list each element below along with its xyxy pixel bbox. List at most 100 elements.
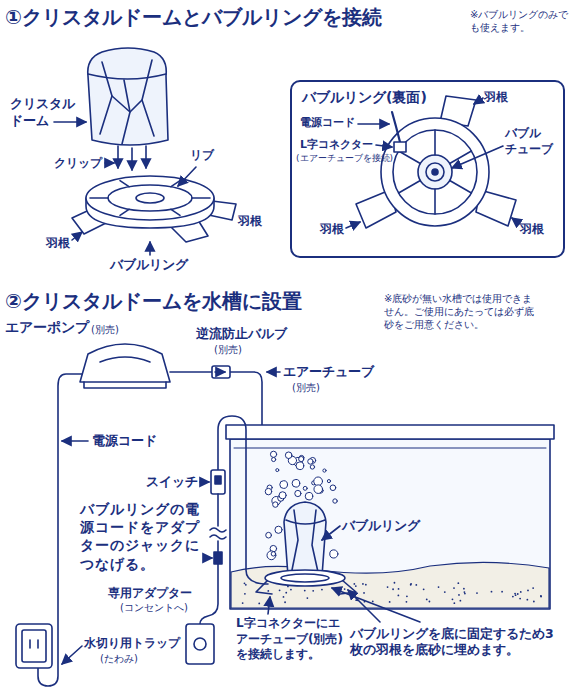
part-label: バブルリング: [110, 257, 188, 274]
sand-grain: [362, 583, 364, 585]
part-label: エアーポンプ: [5, 318, 89, 336]
air-bubble: [296, 462, 304, 470]
bubble-ring-back: [434, 130, 436, 155]
sand-grain: [453, 602, 455, 604]
part-label: 羽根: [320, 222, 344, 238]
wall-outlet: [16, 624, 52, 668]
part-label: 電源コード: [92, 433, 157, 450]
ring-cord: [214, 552, 222, 564]
air-bubble: [299, 456, 304, 461]
sand-grain: [464, 591, 466, 593]
crystal-dome: [112, 96, 142, 112]
part-note: (別売): [292, 381, 320, 394]
sand-grain: [533, 601, 535, 603]
leader-line: [268, 597, 270, 614]
bubble-ring: [86, 176, 214, 220]
sand-grain: [267, 590, 269, 592]
sand-grain: [491, 591, 493, 593]
part-label: クリスタルドーム: [10, 96, 78, 130]
air-bubble: [303, 486, 307, 490]
sand-grain: [283, 596, 285, 598]
sand-grain: [463, 588, 465, 590]
sand-grain: [512, 596, 514, 598]
sand-grain: [389, 601, 391, 603]
sand-grain: [321, 589, 323, 591]
aquarium-tank: [226, 425, 554, 609]
part-label: 羽根: [238, 214, 262, 230]
part-label: 羽根: [46, 236, 70, 252]
leader-line: [62, 646, 82, 664]
air-bubble: [266, 532, 272, 538]
ring-cord: [218, 416, 268, 584]
sand-grain: [355, 585, 357, 587]
leader-line: [358, 123, 389, 125]
sand-grain: [517, 593, 519, 595]
sand-grain: [397, 595, 399, 597]
bubble-ring: [281, 574, 329, 582]
sand-grain: [501, 591, 503, 593]
sand-grain: [306, 597, 308, 599]
crystal-dome: [142, 60, 154, 136]
crystal-dome: [88, 48, 168, 145]
sand-grain: [526, 599, 528, 601]
air-bubble: [272, 457, 276, 461]
wall-outlet: [22, 630, 46, 662]
sand-grain: [458, 594, 460, 596]
ring-cord: [215, 476, 221, 484]
bubble-ring-back: [393, 130, 477, 214]
air-bubble: [270, 451, 276, 457]
sand-grain: [457, 582, 459, 584]
part-label: バブルリング: [342, 518, 420, 535]
sand-grain: [515, 594, 517, 596]
part-label: L字コネクター: [300, 138, 373, 152]
air-bubble: [333, 499, 337, 503]
air-bubble: [305, 492, 313, 500]
leader-line: [376, 145, 392, 147]
air-bubble: [271, 552, 275, 556]
sand-grain: [279, 589, 281, 591]
ring-cord: [210, 528, 226, 532]
wall-outlet: [16, 624, 52, 668]
bubble-ring: [265, 570, 345, 586]
air-bubble: [285, 452, 292, 459]
sand-grain: [290, 589, 292, 591]
sand-grain: [476, 592, 478, 594]
sand-grain: [514, 593, 516, 595]
bubble-ring: [256, 570, 356, 594]
bubble-ring-back: [434, 189, 436, 214]
sand-grain: [452, 598, 454, 600]
sand-grain: [394, 582, 396, 584]
crystal-dome: [284, 502, 326, 576]
part-label: 羽根: [484, 90, 508, 106]
sand-grain: [398, 588, 400, 590]
part-note: (コンセントへ): [120, 601, 188, 614]
aquarium-tank: [226, 425, 554, 439]
leader-line: [452, 146, 503, 168]
pointer-arrow: [54, 122, 196, 255]
air-bubble: [314, 485, 323, 494]
ring-cord: [200, 564, 218, 624]
pointer-arrow: [105, 162, 114, 164]
air-bubble: [310, 465, 314, 469]
crystal-dome: [292, 510, 298, 570]
part-label: 電源コード: [300, 116, 355, 130]
leader-line: [62, 372, 420, 664]
bubble-ring-back: [394, 142, 406, 152]
part-note: (たわみ): [100, 652, 138, 665]
crystal-dome: [286, 520, 325, 524]
bubble-ring: [120, 209, 129, 215]
wall-outlet: [29, 640, 31, 648]
leader-line: [474, 98, 483, 104]
leader-line: [348, 590, 380, 622]
sand-grain: [242, 602, 244, 604]
air-bubble: [308, 459, 313, 464]
leader-line: [332, 588, 420, 622]
part-note: (エアーチューブを接続): [296, 153, 393, 165]
air-bubble: [273, 502, 278, 507]
leader-line: [206, 557, 212, 559]
sand-grain: [464, 593, 466, 595]
bubble-ring-back: [399, 181, 421, 194]
part-note: (別売): [214, 343, 242, 356]
air-pump: [84, 382, 166, 388]
bubble-ring-back: [418, 155, 452, 189]
